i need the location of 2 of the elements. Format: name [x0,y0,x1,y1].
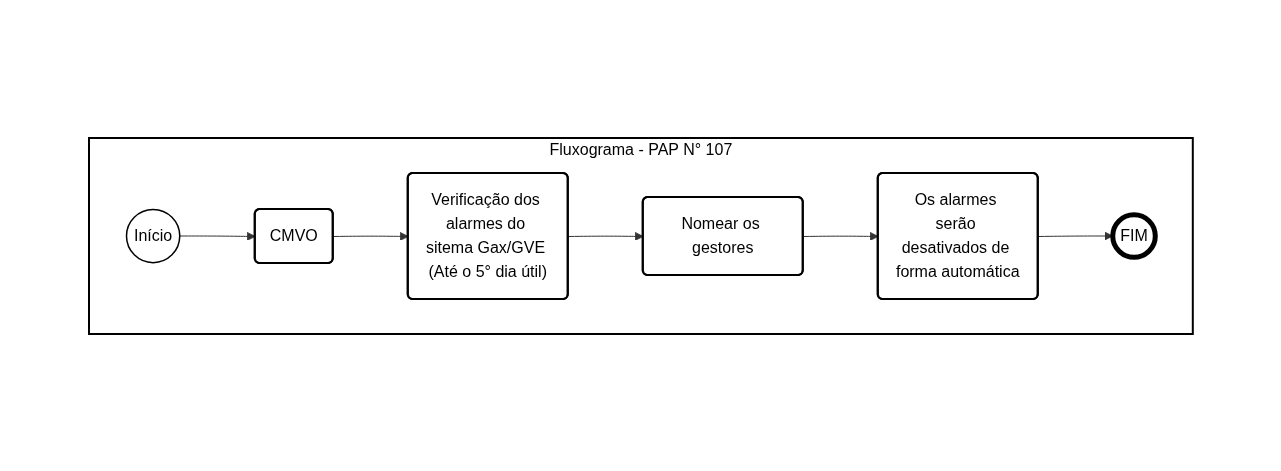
node-circle: Início [125,208,181,263]
node-circle: FIM [1109,211,1158,260]
